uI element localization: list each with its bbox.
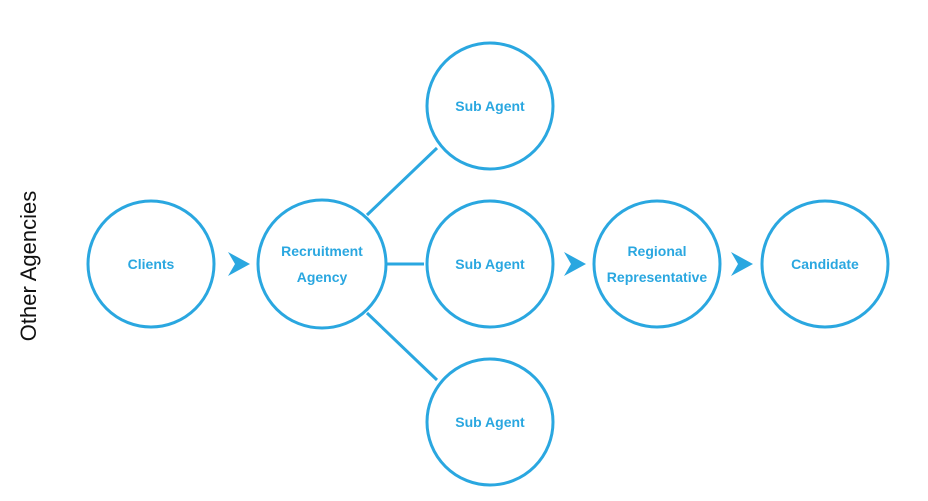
node-sub-agent-middle: Sub Agent xyxy=(425,199,555,329)
node-label-line: Candidate xyxy=(791,256,859,272)
node-label-line: Clients xyxy=(128,256,175,272)
node-candidate: Candidate xyxy=(760,199,890,329)
node-label-sub-agent-bottom: Sub Agent xyxy=(455,414,525,430)
node-label-line: Recruitment xyxy=(281,243,363,259)
connector-agency-to-bottom-sub-agent xyxy=(365,311,439,382)
node-label-line: Sub Agent xyxy=(455,98,525,114)
node-label-line: Sub Agent xyxy=(455,256,525,272)
node-clients: Clients xyxy=(86,199,216,329)
node-sub-agent-bottom: Sub Agent xyxy=(425,357,555,487)
chevron-right-icon xyxy=(731,252,753,276)
node-label-sub-agent-top: Sub Agent xyxy=(455,98,525,114)
node-label-line: Sub Agent xyxy=(455,414,525,430)
node-label-clients: Clients xyxy=(128,256,175,272)
node-label-line: Agency xyxy=(297,269,348,285)
node-label-line: Representative xyxy=(607,269,708,285)
node-label-candidate: Candidate xyxy=(791,256,859,272)
node-sub-agent-top: Sub Agent xyxy=(425,41,555,171)
connector-agency-to-top-sub-agent xyxy=(365,146,439,217)
chevron-right-icon xyxy=(564,252,586,276)
node-label-line: Regional xyxy=(627,243,686,259)
chevron-right-icon xyxy=(228,252,250,276)
node-label-sub-agent-middle: Sub Agent xyxy=(455,256,525,272)
